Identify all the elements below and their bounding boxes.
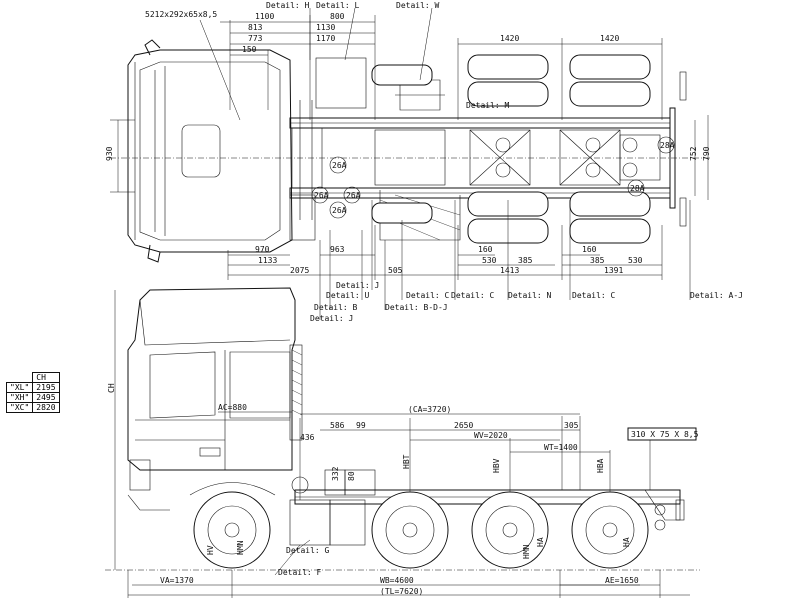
detail-j-2: Detail: J [310, 314, 353, 323]
dim-2075: 2075 [290, 266, 309, 275]
ch-row-value: 2195 [32, 382, 60, 393]
ring-label: 26A [332, 206, 347, 215]
side-detail-callouts: Detail: G Detail: F [274, 539, 330, 577]
ch-row-label: "XL" [5, 382, 34, 393]
ch-row-value: 2820 [32, 402, 60, 413]
ch-row-label: "XH" [5, 392, 34, 403]
dim-530-b: 530 [628, 256, 643, 265]
label-ha: HA [536, 537, 545, 547]
dim-773: 773 [248, 34, 263, 43]
dim-80: 80 [347, 471, 356, 481]
detail-c-2: Detail: C [451, 291, 495, 300]
plan-view: 26A 26A 26A 26A 28A 28A 1100 8 [105, 1, 743, 323]
dim-2650: 2650 [454, 421, 473, 430]
ch-table-header: CH [32, 372, 60, 383]
dim-813: 813 [248, 23, 263, 32]
dim-1391: 1391 [604, 266, 623, 275]
ch-table: CH "XL" 2195 "XH" 2495 "XC" 2820 [5, 372, 60, 413]
plan-top-dimensions: 1100 800 813 1130 773 1170 150 1420 1420… [145, 10, 663, 121]
dim-752: 752 [689, 146, 698, 161]
frame-section-label: 310 X 75 X 8,5 [631, 430, 699, 439]
detail-l: Detail: L [316, 1, 360, 10]
dim-385-b: 385 [590, 256, 605, 265]
wheels-side [189, 482, 655, 569]
frame-section-callout: 310 X 75 X 8,5 [627, 427, 699, 490]
dim-160-b: 160 [582, 245, 597, 254]
dim-1420-a: 1420 [500, 34, 519, 43]
label-hbv: HBV [492, 458, 501, 473]
plan-side-dimensions: 930 752 790 [105, 115, 711, 200]
detail-g: Detail: G [286, 546, 330, 555]
dim-1130: 1130 [316, 23, 335, 32]
dim-wb: WB=4600 [380, 576, 414, 585]
ring-label: 26A [346, 191, 361, 200]
detail-aj: Detail: A-J [690, 291, 743, 300]
dim-800: 800 [330, 12, 345, 21]
dim-99: 99 [356, 421, 366, 430]
dim-790: 790 [702, 146, 711, 161]
dim-1170: 1170 [316, 34, 335, 43]
dim-530-a: 530 [482, 256, 497, 265]
tyres-plan [371, 54, 651, 244]
plan-detail-callouts: Detail: H Detail: L Detail: W Detail: M … [266, 1, 743, 323]
dim-586: 586 [330, 421, 345, 430]
dim-930: 930 [105, 146, 114, 161]
dim-970: 970 [255, 245, 270, 254]
dim-1100: 1100 [255, 12, 274, 21]
dim-332: 332 [331, 466, 340, 481]
dim-505: 505 [388, 266, 403, 275]
label-ha-2: HA [622, 537, 631, 547]
ch-row-value: 2495 [32, 392, 60, 403]
label-hbt: HBT [402, 454, 411, 469]
ring-labels: 26A 26A 26A 26A 28A 28A [311, 136, 675, 219]
dim-385-a: 385 [518, 256, 533, 265]
ring-label: 28A [630, 184, 645, 193]
detail-m: Detail: M [466, 101, 510, 110]
detail-bdj: Detail: B-D-J [385, 303, 448, 312]
label-hmn-2: HMN [522, 544, 531, 559]
detail-c-1: Detail: C [406, 291, 450, 300]
dim-ac: AC=880 [218, 403, 247, 412]
detail-b: Detail: B [314, 303, 358, 312]
dim-1420-b: 1420 [600, 34, 619, 43]
label-hmn: HMN [236, 540, 245, 555]
label-hv: HV [206, 545, 215, 555]
dim-ca: (CA=3720) [408, 405, 451, 414]
dim-436: 436 [300, 433, 315, 442]
dim-va: VA=1370 [160, 576, 194, 585]
cab-side [127, 287, 303, 511]
ring-label: 26A [314, 191, 329, 200]
ring-label: 28A [660, 141, 675, 150]
dim-1133: 1133 [258, 256, 277, 265]
dim-ch: CH [107, 383, 116, 393]
dim-tl: (TL=7620) [380, 587, 423, 596]
detail-f: Detail: F [278, 568, 322, 577]
dim-wv: WV=2020 [474, 431, 508, 440]
detail-n: Detail: N [508, 291, 552, 300]
detail-u: Detail: U [326, 291, 370, 300]
dim-160-a: 160 [478, 245, 493, 254]
dim-150: 150 [242, 45, 257, 54]
dim-963: 963 [330, 245, 345, 254]
dim-305: 305 [564, 421, 579, 430]
cab-plan [127, 39, 293, 263]
detail-j-1: Detail: J [336, 281, 379, 290]
dim-1413: 1413 [500, 266, 519, 275]
side-dimensions: CH AC=880 (CA=3720) 586 99 2650 305 436 … [107, 290, 690, 598]
plan-bottom-dimensions: 970 963 1133 2075 505 160 530 385 1413 1… [227, 225, 663, 280]
dim-ae: AE=1650 [605, 576, 639, 585]
side-view: CH AC=880 (CA=3720) 586 99 2650 305 436 … [105, 287, 700, 598]
label-hba: HBA [596, 458, 605, 473]
ring-label: 26A [332, 161, 347, 170]
detail-c-3: Detail: C [572, 291, 616, 300]
tyre-label: 5212x292x65x8,5 [145, 10, 217, 19]
ch-row-label: "XC" [5, 402, 34, 413]
detail-w: Detail: W [396, 1, 440, 10]
detail-h: Detail: H [266, 1, 310, 10]
dim-wt: WT=1400 [544, 443, 578, 452]
